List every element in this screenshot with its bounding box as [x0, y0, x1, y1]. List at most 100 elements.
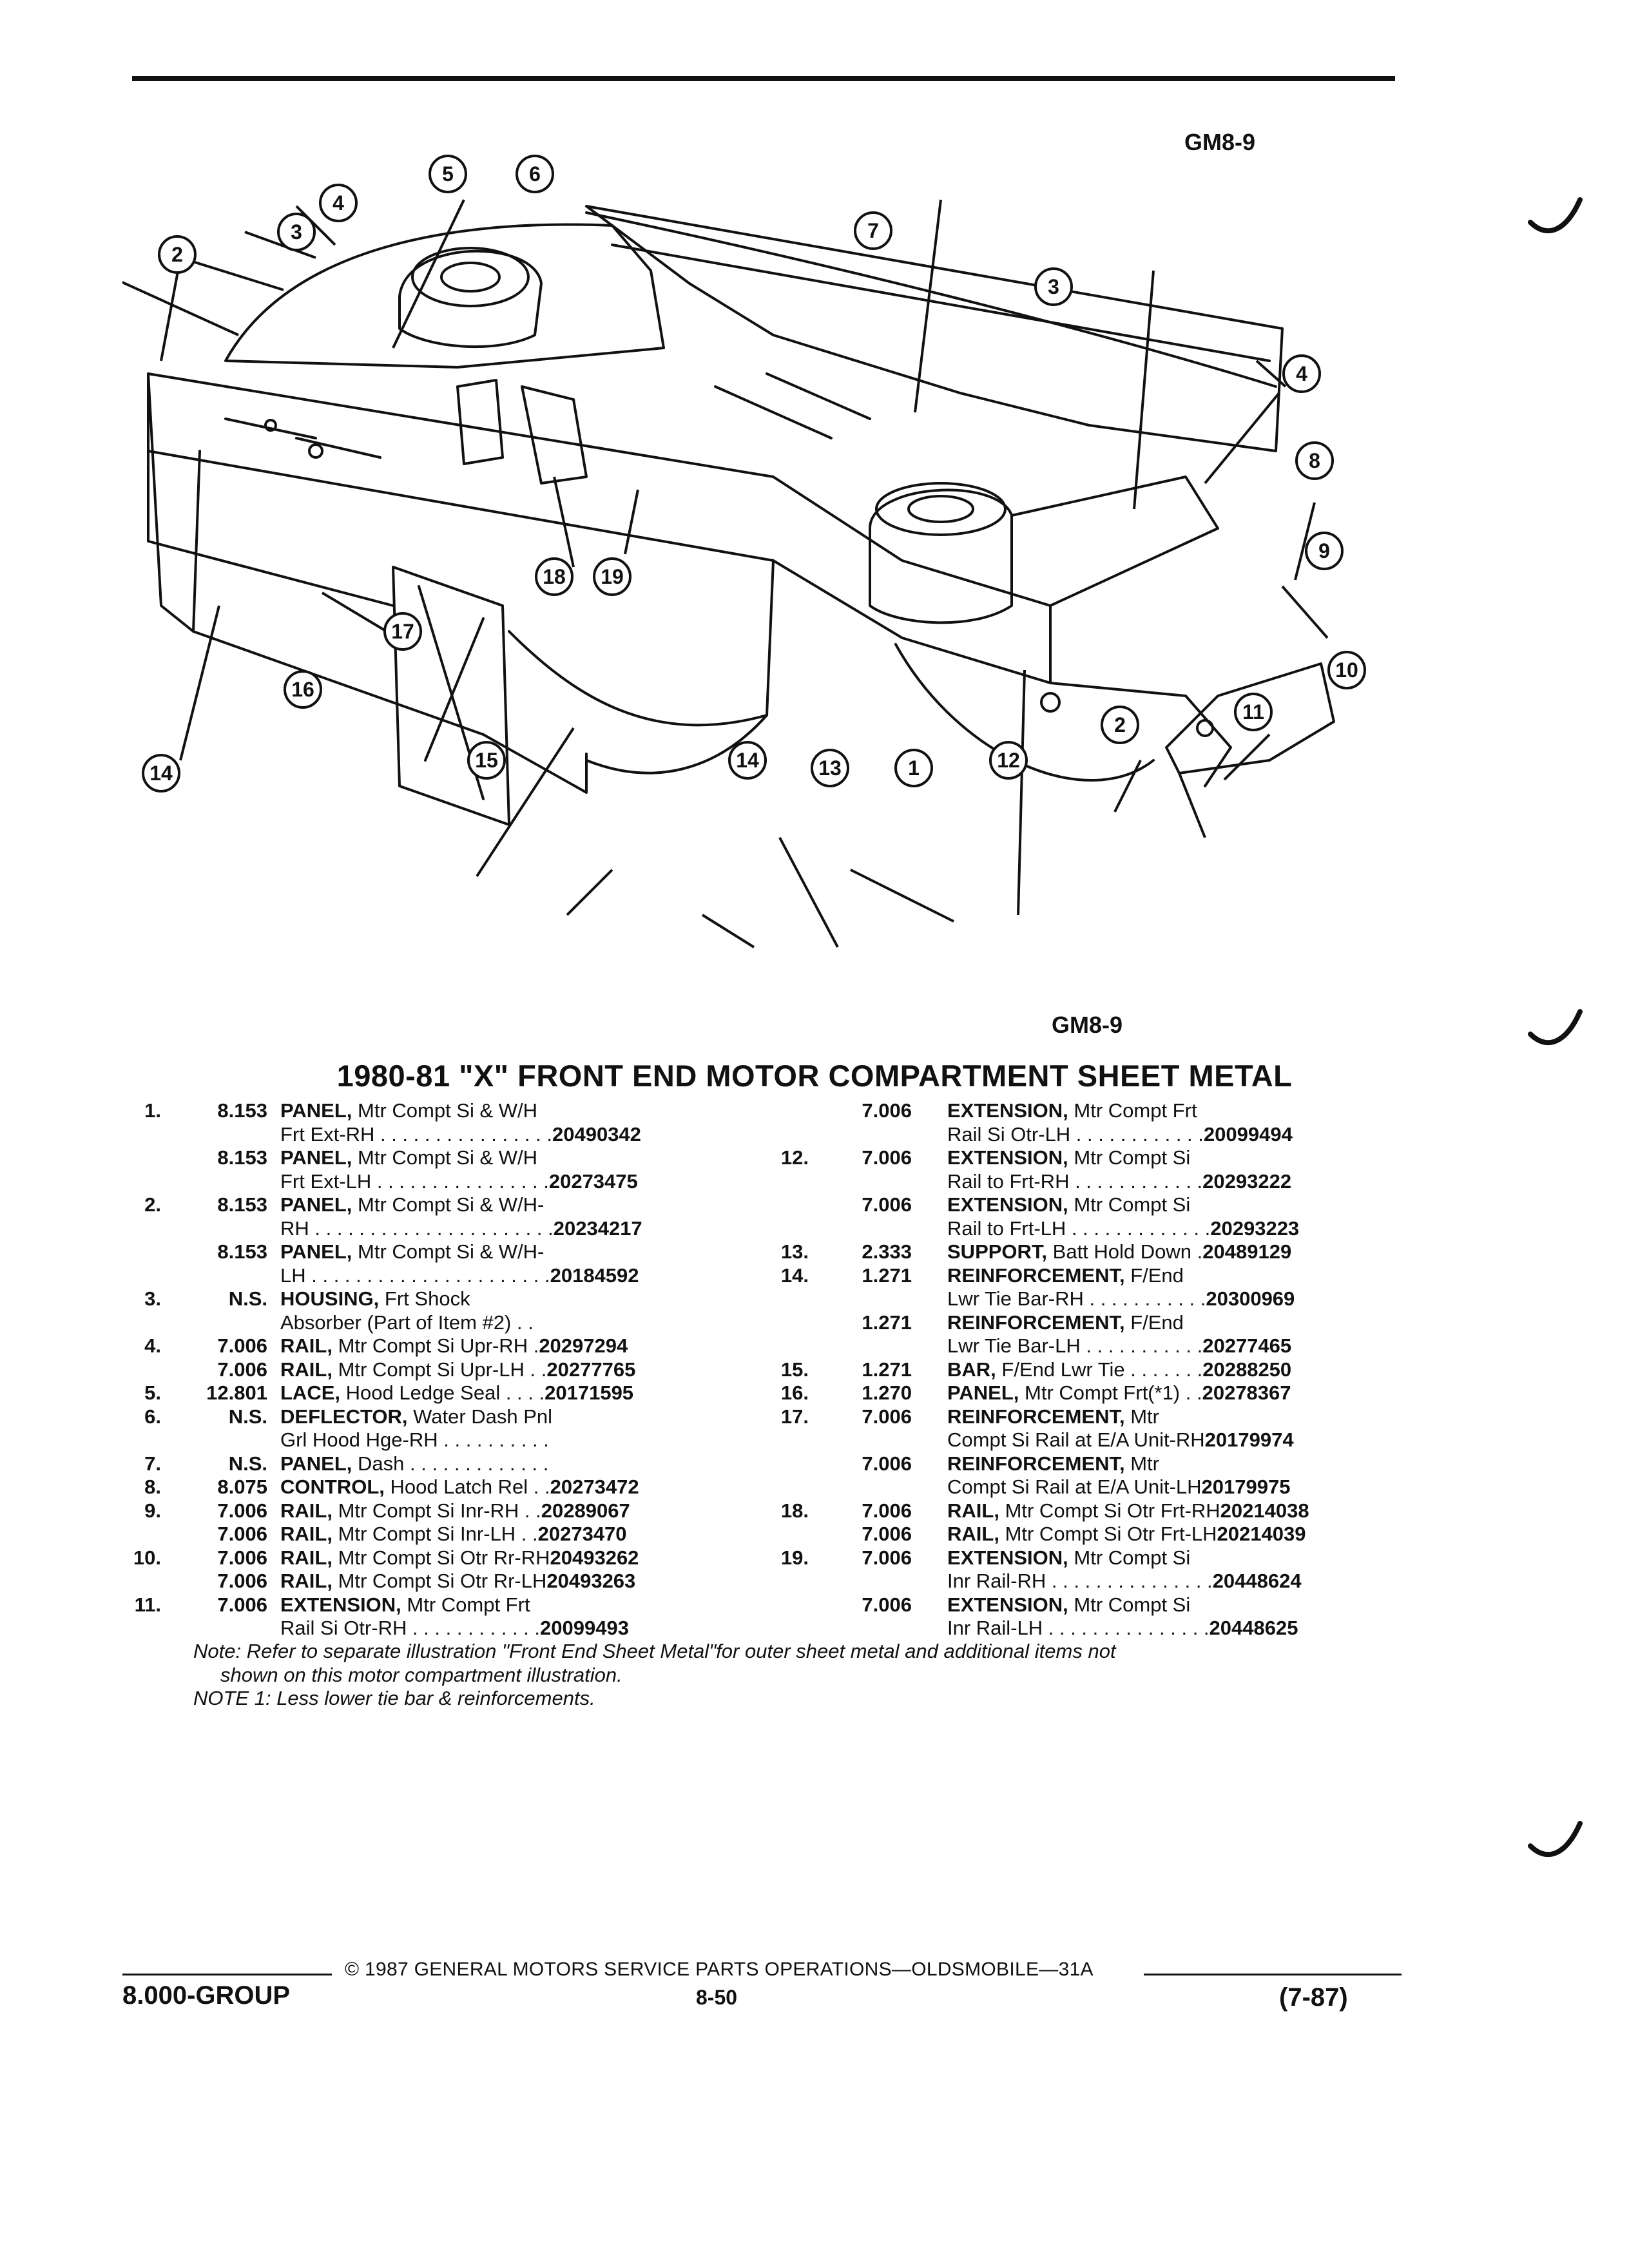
part-description: PANEL, Mtr Compt Si & W/H	[280, 1099, 537, 1123]
part-name: EXTENSION,	[947, 1099, 1068, 1122]
part-name: LACE,	[280, 1381, 340, 1404]
callout-3: 3	[291, 220, 302, 244]
part-detail: Frt Ext-LH . . . . . . . . . . . . . . .…	[280, 1169, 549, 1193]
page-title: 1980-81 "X" FRONT END MOTOR COMPARTMENT …	[336, 1059, 1293, 1093]
part-number: 20179974	[1204, 1428, 1294, 1451]
parts-row: Inr Rail-LH . . . . . . . . . . . . . . …	[770, 1617, 1427, 1640]
part-description: Rail Si Otr-LH . . . . . . . . . . . .20…	[947, 1123, 1293, 1147]
part-description: REINFORCEMENT, F/End	[947, 1264, 1184, 1288]
group-number: 7.006	[862, 1193, 912, 1216]
parts-row: LH . . . . . . . . . . . . . . . . . . .…	[116, 1264, 728, 1288]
part-detail: Rail to Frt-LH . . . . . . . . . . . . .	[947, 1216, 1211, 1240]
part-detail: Mtr Compt Si & W/H	[358, 1099, 538, 1122]
part-description: REINFORCEMENT, Mtr	[947, 1452, 1159, 1476]
group-number: N.S.	[228, 1405, 267, 1428]
item-number: 19.	[780, 1546, 809, 1569]
part-description: EXTENSION, Mtr Compt Si	[947, 1546, 1190, 1570]
callout-3b: 3	[1048, 275, 1059, 298]
part-detail: Mtr Compt Si Upr-RH .	[338, 1334, 539, 1357]
group-number: 8.153	[217, 1240, 267, 1263]
part-number: 20489129	[1202, 1240, 1292, 1263]
group-number: 7.006	[862, 1452, 912, 1475]
part-number: 20278367	[1202, 1381, 1291, 1404]
part-description: BAR, F/End Lwr Tie . . . . . . .20288250	[947, 1358, 1291, 1382]
part-number: 20273475	[548, 1169, 638, 1193]
parts-row: Rail Si Otr-RH . . . . . . . . . . . .20…	[116, 1617, 728, 1640]
part-description: Frt Ext-RH . . . . . . . . . . . . . . .…	[280, 1123, 641, 1147]
callout-10: 10	[1335, 658, 1358, 682]
part-name: RAIL,	[280, 1570, 333, 1592]
part-detail: Mtr Compt Si & W/H-	[358, 1193, 545, 1216]
group-number: 7.006	[862, 1405, 912, 1428]
part-detail: Grl Hood Hge-RH . . . . . . . . . .	[280, 1428, 549, 1451]
item-number: 11.	[134, 1593, 161, 1616]
part-description: Rail to Frt-RH . . . . . . . . . . . .20…	[947, 1170, 1291, 1194]
part-detail: Mtr Compt Si Inr-LH . .	[338, 1523, 538, 1545]
part-description: RAIL, Mtr Compt Si Inr-LH . .20273470	[280, 1523, 627, 1546]
part-detail: Mtr Compt Si Otr Frt-LH	[1005, 1523, 1217, 1545]
rail-left-front	[147, 450, 394, 607]
part-name: PANEL,	[280, 1099, 352, 1122]
item-number: 7.	[144, 1452, 161, 1475]
part-detail: Dash . . . . . . . . . . . . .	[358, 1452, 549, 1475]
part-detail: Mtr Compt Si Inr-RH . .	[338, 1499, 541, 1522]
part-description: EXTENSION, Mtr Compt Frt	[947, 1099, 1197, 1123]
part-detail: Rail Si Otr-RH . . . . . . . . . . . .	[280, 1617, 541, 1639]
part-detail: Mtr Compt Si	[1074, 1546, 1191, 1569]
footer-group: 8.000-GROUP	[122, 1981, 291, 2010]
part-detail: Inr Rail-RH . . . . . . . . . . . . . . …	[947, 1570, 1213, 1592]
callout-9: 9	[1318, 539, 1330, 562]
callout-4b: 4	[1296, 362, 1307, 385]
part-detail: Rail to Frt-RH . . . . . . . . . . . .	[947, 1169, 1203, 1193]
part-name: RAIL,	[280, 1358, 333, 1381]
part-detail: Rail Si Otr-LH . . . . . . . . . . . .	[947, 1122, 1204, 1146]
parts-row: Compt Si Rail at E/A Unit-LH20179975	[770, 1475, 1427, 1499]
part-name: EXTENSION,	[947, 1593, 1068, 1616]
part-description: Lwr Tie Bar-RH . . . . . . . . . . .2030…	[947, 1287, 1295, 1311]
part-description: REINFORCEMENT, Mtr	[947, 1405, 1159, 1429]
parts-row: 7.006 REINFORCEMENT, Mtr	[770, 1452, 1427, 1476]
shock-tower-right-top	[875, 482, 1007, 536]
part-name: EXTENSION,	[947, 1546, 1068, 1569]
part-description: PANEL, Mtr Compt Frt(*1) . .20278367	[947, 1381, 1291, 1405]
callout-12: 12	[997, 749, 1020, 772]
callout-14b: 14	[149, 762, 173, 785]
parts-row: Absorber (Part of Item #2) . .	[116, 1311, 728, 1335]
group-number: 7.006	[217, 1499, 267, 1522]
parts-row: Rail Si Otr-LH . . . . . . . . . . . .20…	[770, 1123, 1427, 1147]
item-number: 14.	[780, 1264, 809, 1287]
part-detail: Mtr Compt Si Otr Frt-RH	[1005, 1499, 1220, 1522]
part-detail: Batt Hold Down .	[1052, 1240, 1203, 1263]
hood-ledge-seal	[585, 211, 1277, 388]
item-number: 5.	[144, 1381, 161, 1404]
footer-page-number: 8-50	[696, 1986, 738, 2009]
part-name: RAIL,	[280, 1334, 333, 1357]
part-detail: LH . . . . . . . . . . . . . . . . . . .…	[280, 1264, 550, 1287]
part-number: 20493263	[546, 1570, 636, 1592]
part-description: RAIL, Mtr Compt Si Upr-RH .20297294	[280, 1334, 628, 1358]
part-description: PANEL, Mtr Compt Si & W/H-	[280, 1240, 544, 1264]
group-number: 7.006	[217, 1593, 267, 1616]
parts-row: Rail to Frt-LH . . . . . . . . . . . . .…	[770, 1217, 1427, 1241]
part-name: RAIL,	[947, 1499, 999, 1522]
part-name: EXTENSION,	[947, 1193, 1068, 1216]
deflector-18	[456, 379, 504, 465]
rail-right-inner	[1049, 604, 1232, 787]
part-name: RAIL,	[280, 1523, 333, 1545]
callout-13: 13	[818, 756, 842, 780]
footer-date: (7-87)	[1279, 1983, 1348, 2012]
group-number: 7.006	[217, 1570, 267, 1592]
part-name: SUPPORT,	[947, 1240, 1048, 1263]
